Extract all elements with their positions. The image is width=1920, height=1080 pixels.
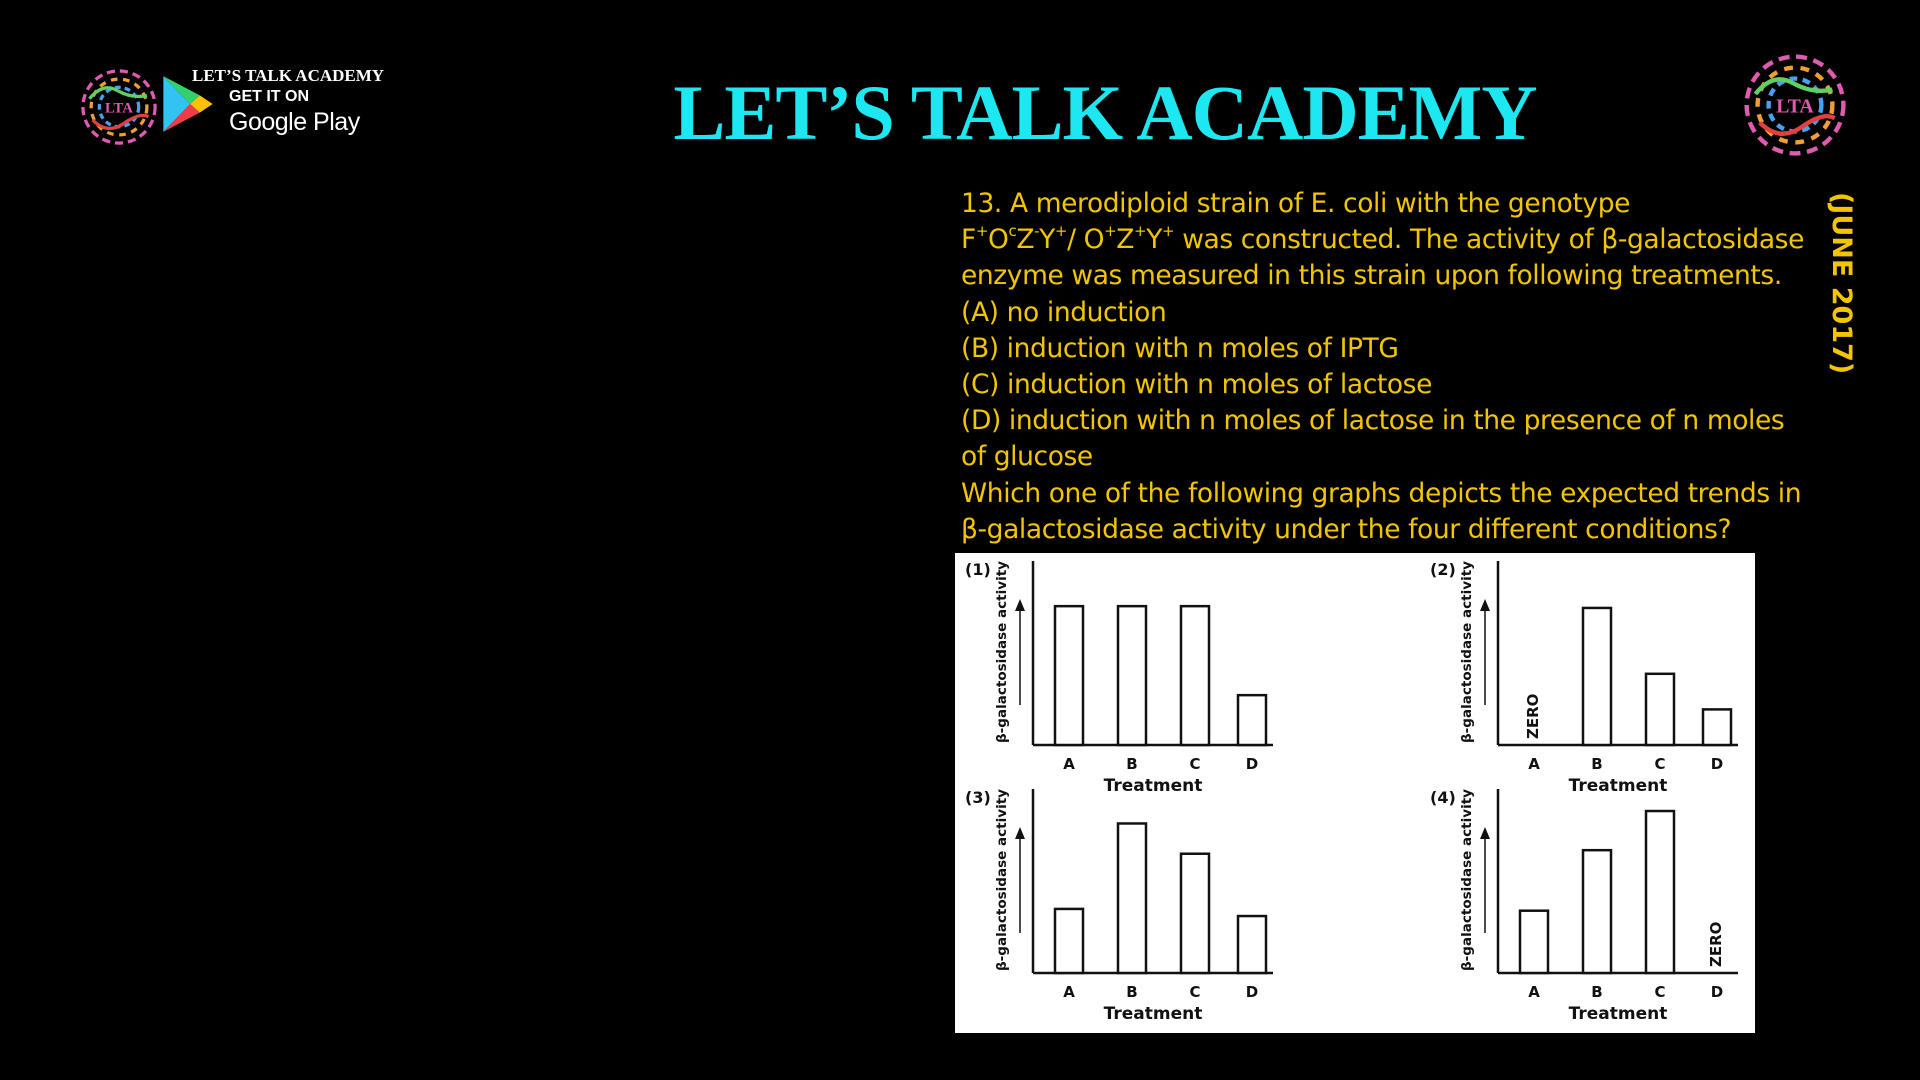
- bar-B: [1581, 606, 1613, 747]
- bar-D: [1236, 693, 1268, 747]
- genotype-part: F: [961, 224, 976, 256]
- genotype-part: O: [988, 224, 1009, 256]
- x-tick-label: D: [1246, 755, 1258, 773]
- x-tick-label: D: [1711, 983, 1723, 1001]
- option-d-cont: of glucose: [961, 441, 1093, 473]
- x-axis-label: Treatment: [1569, 776, 1668, 796]
- chart-label: (2): [1430, 560, 1456, 579]
- google-play-icon[interactable]: [160, 74, 216, 134]
- chart-label: (1): [965, 560, 991, 579]
- option-d: (D) induction with n moles of lactose in…: [961, 405, 1785, 437]
- genotype-sup: +: [1104, 222, 1117, 241]
- y-arrow-head: [1480, 599, 1490, 611]
- bar-A: [1053, 907, 1085, 975]
- x-tick-label: D: [1711, 755, 1723, 773]
- chart-label: (3): [965, 788, 991, 807]
- badge-get-it-on: GET IT ON: [229, 88, 309, 105]
- zero-annotation: ZERO: [1524, 694, 1542, 739]
- y-axis-label: β-galactosidase activity: [994, 561, 1010, 743]
- genotype-sup: c: [1008, 222, 1017, 241]
- bar-B: [1116, 822, 1148, 975]
- genotype-part: Z: [1016, 224, 1035, 256]
- x-tick-label: C: [1654, 983, 1665, 1001]
- option-a: (A) no induction: [961, 296, 1167, 328]
- bar-C: [1179, 852, 1211, 975]
- exam-year-tag: (JUNE 2017): [1826, 192, 1857, 375]
- question-ask-cont: β-galactosidase activity under the four …: [961, 513, 1732, 545]
- y-axis-label: β-galactosidase activity: [1459, 561, 1475, 743]
- x-tick-label: D: [1246, 983, 1258, 1001]
- y-axis-label: β-galactosidase activity: [1459, 789, 1475, 971]
- y-arrow-head: [1480, 827, 1490, 839]
- chart-label: (4): [1430, 788, 1456, 807]
- x-tick-label: B: [1591, 983, 1602, 1001]
- x-tick-label: A: [1063, 983, 1075, 1001]
- genotype-sup: -: [1034, 222, 1040, 241]
- genotype-part: / O: [1067, 224, 1105, 256]
- y-axis-label: β-galactosidase activity: [994, 789, 1010, 971]
- question-line2-rest: was constructed. The activity of β-galac…: [1174, 224, 1804, 256]
- x-tick-label: B: [1126, 983, 1137, 1001]
- question-ask: Which one of the following graphs depict…: [961, 477, 1802, 509]
- bar-C: [1179, 604, 1211, 747]
- x-tick-label: C: [1189, 755, 1200, 773]
- question-line3: enzyme was measured in this strain upon …: [961, 260, 1782, 292]
- x-tick-label: A: [1528, 983, 1540, 1001]
- option-c: (C) induction with n moles of lactose: [961, 369, 1432, 401]
- question-text: 13. A merodiploid strain of E. coli with…: [961, 186, 1861, 548]
- page-title: LET’S TALK ACADEMY: [673, 69, 1537, 156]
- genotype-sup: +: [1054, 222, 1068, 241]
- bar-D: [1701, 708, 1733, 747]
- y-arrow-head: [1015, 599, 1025, 611]
- bar-A: [1518, 909, 1550, 975]
- bar-C: [1644, 809, 1676, 975]
- bar-D: [1236, 914, 1268, 975]
- bar-A: [1053, 604, 1085, 747]
- question-stem: 13. A merodiploid strain of E. coli with…: [961, 188, 1631, 219]
- x-tick-label: B: [1591, 755, 1602, 773]
- genotype-part: Y: [1146, 224, 1163, 256]
- x-axis-label: Treatment: [1104, 1004, 1203, 1024]
- genotype-sup: +: [1134, 222, 1147, 241]
- genotype-sup: +: [975, 222, 989, 241]
- x-tick-label: C: [1654, 755, 1665, 773]
- question-genotype-line: F+OcZ-Y+/ O+Z+Y+ was constructed. The ac…: [961, 222, 1861, 258]
- logo-letters: LTA: [105, 101, 133, 117]
- x-tick-label: A: [1528, 755, 1540, 773]
- lta-logo-left: LTA: [81, 69, 157, 145]
- x-axis-label: Treatment: [1104, 776, 1203, 796]
- badge-academy-name: LET’S TALK ACADEMY: [192, 66, 385, 85]
- logo-letters: LTA: [1776, 96, 1814, 118]
- badge-google-play[interactable]: Google Play: [229, 108, 360, 136]
- x-tick-label: C: [1189, 983, 1200, 1001]
- genotype-part: Z: [1116, 224, 1135, 256]
- y-arrow-head: [1015, 827, 1025, 839]
- genotype-sup: +: [1162, 222, 1175, 241]
- lta-logo-right: LTA: [1744, 54, 1846, 156]
- genotype-part: Y: [1039, 224, 1055, 256]
- bar-C: [1644, 672, 1676, 747]
- x-axis-label: Treatment: [1569, 1004, 1668, 1024]
- x-tick-label: B: [1126, 755, 1137, 773]
- x-tick-label: A: [1063, 755, 1075, 773]
- option-b: (B) induction with n moles of IPTG: [961, 332, 1399, 364]
- bar-B: [1581, 848, 1613, 975]
- zero-annotation: ZERO: [1707, 922, 1725, 967]
- bar-B: [1116, 604, 1148, 747]
